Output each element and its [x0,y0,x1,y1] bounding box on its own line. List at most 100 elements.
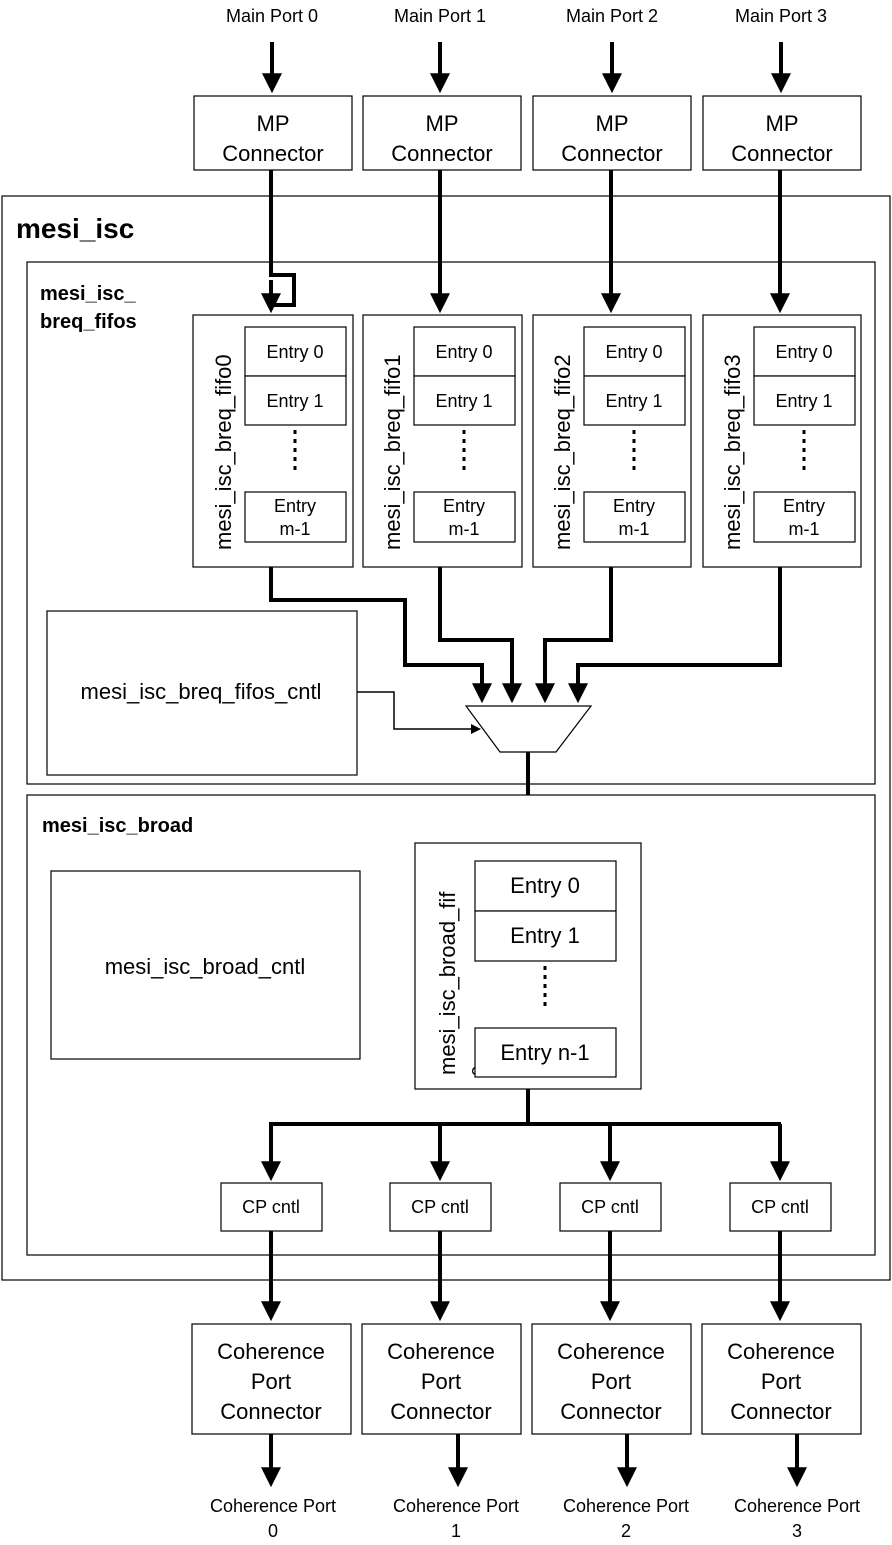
mp-connector-2-line2: Connector [561,141,663,166]
mp-connector-1-line2: Connector [391,141,493,166]
breq-fifo-0-entry-last-line1: Entry [274,496,316,516]
cp-connector-2-line1: Coherence [557,1339,665,1364]
coherence-port-labels: Coherence Port 0 Coherence Port 1 Cohere… [210,1496,860,1541]
mp-connector-0-line1: MP [257,111,290,136]
breq-fifo-3-entry-0: Entry 0 [775,342,832,362]
main-port-2-label: Main Port 2 [566,6,658,26]
main-port-arrows [262,42,791,94]
breq-fifo-0-name: mesi_isc_breq_fifo0 [211,354,236,550]
connector-output-arrows [261,1434,807,1488]
cp-connector-3-line2: Port [761,1369,801,1394]
coherence-port-0-label-line2: 0 [268,1521,278,1541]
breq-fifos-title-line2: breq_fifos [40,311,137,333]
fifo0-to-mux-wire [269,567,492,704]
breq-fifo-0-entry-last-line2: m-1 [280,519,311,539]
fifo1-to-mux-wire [438,567,522,704]
cntl-to-mux-select-wire [357,691,481,734]
mp-connector-1-line1: MP [426,111,459,136]
cp-cntl-to-connector-wires [261,1231,790,1322]
mp-to-fifo-wires [261,170,790,314]
breq-fifo-3: mesi_isc_breq_fifo3 Entry 0 Entry 1 Entr… [702,314,862,568]
cp-cntl-2 [559,1182,662,1232]
breq-fifos-cntl-label: mesi_isc_breq_fifos_cntl [81,679,322,704]
main-port-3-label: Main Port 3 [735,6,827,26]
broad-fifo-entry-last: Entry n-1 [500,1040,589,1065]
cp-connector-2-line2: Port [591,1369,631,1394]
broad-fifo-entry-1: Entry 1 [510,923,580,948]
breq-fifo-0-entry-1: Entry 1 [266,391,323,411]
cp-cntl-0-label: CP cntl [242,1197,300,1217]
breq-fifo-1-entry-last-line1: Entry [443,496,485,516]
coherence-port-1-label-line2: 1 [451,1521,461,1541]
fifo2-to-mux-wire [535,567,613,704]
breq-fifo-1-entry-1: Entry 1 [435,391,492,411]
coherence-port-0-label-line1: Coherence Port [210,1496,336,1516]
breq-fifo-0: mesi_isc_breq_fifo0 Entry 0 Entry 1 Entr… [192,314,354,568]
main-port-labels: Main Port 0 Main Port 1 Main Port 2 Main… [226,6,827,26]
cp-cntl-3 [729,1182,832,1232]
breq-fifos-title-line1: mesi_isc_ [40,283,137,305]
breq-fifos-cntl: mesi_isc_breq_fifos_cntl [46,610,358,776]
breq-fifo-2-entry-last-line1: Entry [613,496,655,516]
cp-connector-0-line1: Coherence [217,1339,325,1364]
mp-connector-0-line2: Connector [222,141,324,166]
mp-connector-0: MP Connector [193,95,353,171]
coherence-port-3-label-line2: 3 [792,1521,802,1541]
coherence-port-connector-2: Coherence Port Connector [531,1323,692,1435]
cp-connector-3-line3: Connector [730,1399,832,1424]
main-port-0-label: Main Port 0 [226,6,318,26]
coherence-port-connector-0: Coherence Port Connector [191,1323,352,1435]
breq-fifo-1-entry-last-line2: m-1 [449,519,480,539]
cp-connector-1-line3: Connector [390,1399,492,1424]
cp-cntl-2-label: CP cntl [581,1197,639,1217]
coherence-port-3-label-line1: Coherence Port [734,1496,860,1516]
fifo3-to-mux-wire [568,567,782,704]
broad-cntl: mesi_isc_broad_cntl [50,870,361,1060]
breq-fifo-2-entry-0: Entry 0 [605,342,662,362]
fifo-to-mux-wires [269,567,782,704]
breq-fifo-2: mesi_isc_breq_fifo2 Entry 0 Entry 1 Entr… [532,314,692,568]
breq-fifo-2-entry-last-line2: m-1 [619,519,650,539]
mp-connector-3: MP Connector [702,95,862,171]
broad-fifo-entry-0: Entry 0 [510,873,580,898]
cp-cntl-0 [220,1182,323,1232]
breq-fifo-2-name: mesi_isc_breq_fifo2 [550,354,575,550]
broad-fifo-name: mesi_isc_broad_fif [435,891,460,1075]
main-port-1-label: Main Port 1 [394,6,486,26]
mp-connector-3-line2: Connector [731,141,833,166]
coherence-port-connector-1: Coherence Port Connector [361,1323,522,1435]
cp-connector-3-line1: Coherence [727,1339,835,1364]
broad-title: mesi_isc_broad [42,815,193,837]
coherence-port-1-label-line1: Coherence Port [393,1496,519,1516]
breq-fifo-3-entry-1: Entry 1 [775,391,832,411]
breq-fifo-0-entry-0: Entry 0 [266,342,323,362]
cp-connector-1-line1: Coherence [387,1339,495,1364]
cp-connector-0-line2: Port [251,1369,291,1394]
breq-fifo-3-entry-last-line2: m-1 [789,519,820,539]
breq-fifo-3-name: mesi_isc_breq_fifo3 [720,354,745,550]
breq-fifo-1: mesi_isc_breq_fifo1 Entry 0 Entry 1 Entr… [362,314,523,568]
request-mux [464,705,593,753]
breq-fifo-1-name: mesi_isc_breq_fifo1 [380,354,405,550]
broadcast-wires [261,1089,790,1182]
cp-connector-1-line2: Port [421,1369,461,1394]
cp-connector-2-line3: Connector [560,1399,662,1424]
breq-fifo-1-entry-0: Entry 0 [435,342,492,362]
broad-cntl-label: mesi_isc_broad_cntl [105,954,306,979]
mp-connectors: MP Connector MP Connector MP Connector M… [193,95,862,171]
cp-cntls: CP cntl CP cntl CP cntl CP cntl [220,1182,832,1232]
mp-connector-1: MP Connector [362,95,522,171]
coherence-port-connectors: Coherence Port Connector Coherence Port … [191,1323,862,1435]
coherence-port-connector-3: Coherence Port Connector [701,1323,862,1435]
mp-connector-3-line1: MP [766,111,799,136]
cp-cntl-3-label: CP cntl [751,1197,809,1217]
mp-connector-2-line1: MP [596,111,629,136]
mesi-isc-title: mesi_isc [16,213,134,244]
breq-fifo-2-entry-1: Entry 1 [605,391,662,411]
cp-connector-0-line3: Connector [220,1399,322,1424]
coherence-port-2-label-line2: 2 [621,1521,631,1541]
broad-fifo: mesi_isc_broad_fif o Entry 0 Entry 1 Ent… [414,842,642,1090]
breq-fifo-3-entry-last-line1: Entry [783,496,825,516]
coherence-port-2-label-line1: Coherence Port [563,1496,689,1516]
